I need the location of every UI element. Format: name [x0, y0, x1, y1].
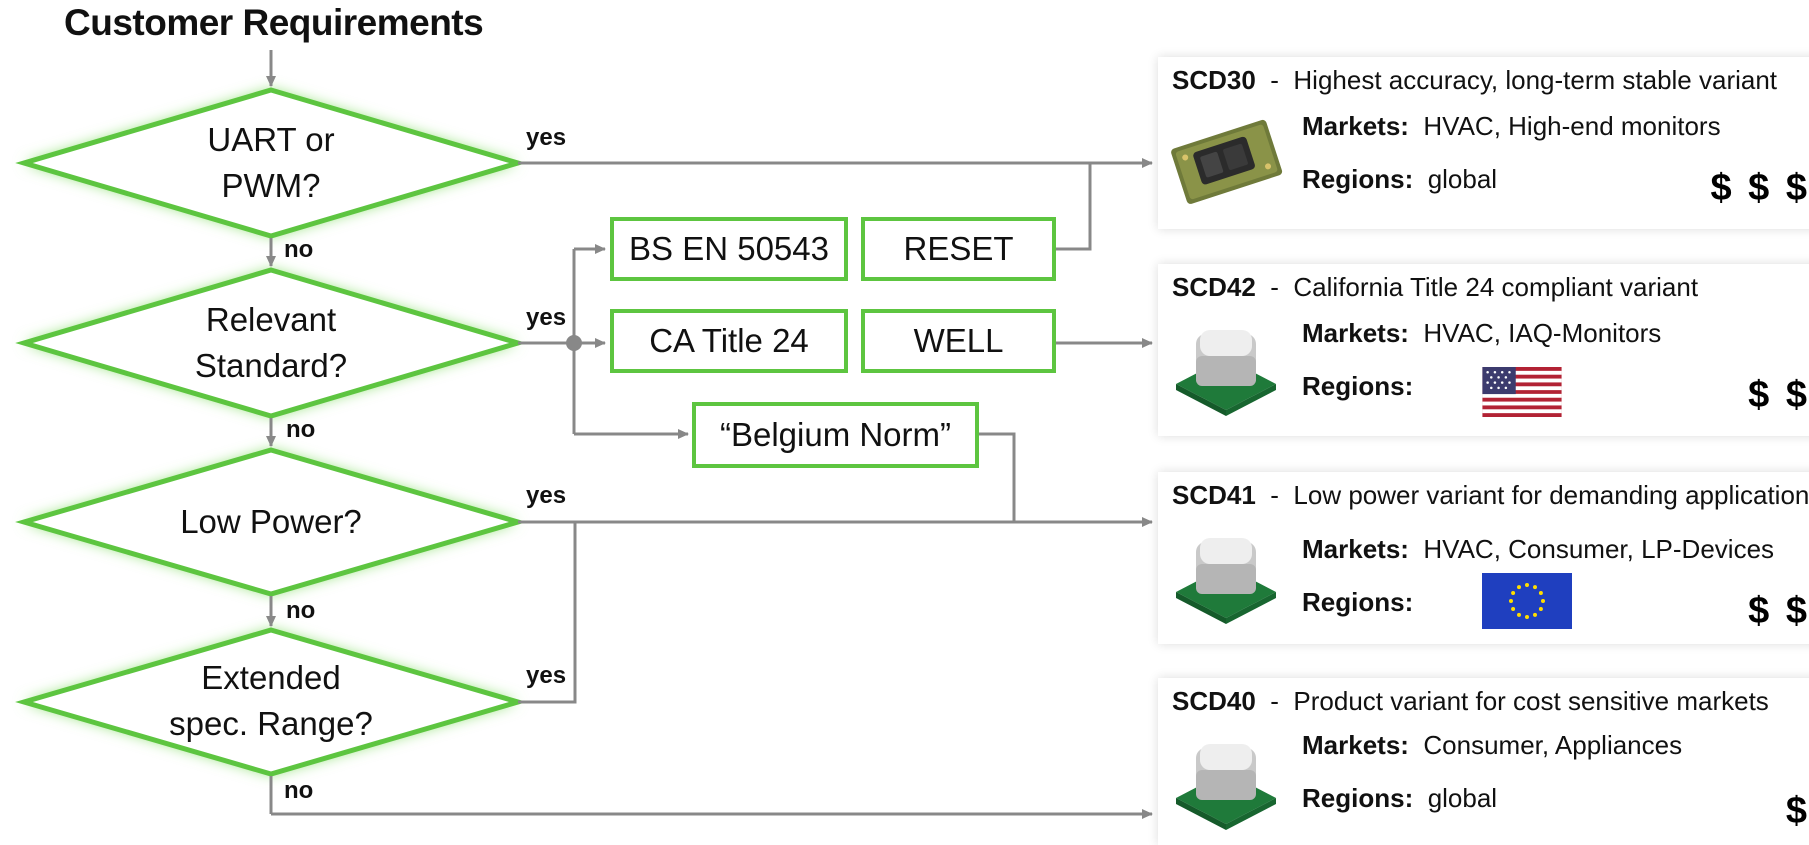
product-title: SCD42 - California Title 24 compliant va… [1172, 272, 1698, 303]
regions-label: Regions: [1302, 587, 1414, 617]
edge-label-yes: yes [526, 662, 567, 689]
regions-label: Regions: [1302, 371, 1414, 401]
product-description: Product variant for cost sensitive marke… [1293, 686, 1769, 716]
price-indicator: $ $ [1748, 374, 1809, 416]
sensor-module-icon [1176, 538, 1276, 624]
edge-label-yes: yes [526, 124, 567, 151]
decision-line: Low Power? [180, 503, 362, 540]
decision-text-uart: UART or PWM? [121, 117, 421, 209]
regions-label: Regions: [1302, 783, 1414, 813]
regions-row: Regions: [1302, 587, 1413, 618]
separator: - [1270, 272, 1279, 302]
decision-text-extended-range: Extended spec. Range? [121, 655, 421, 747]
decision-diamond-extended-range [15, 627, 527, 777]
product-card-scd40: SCD40 - Product variant for cost sensiti… [1158, 678, 1809, 845]
product-title: SCD41 - Low power variant for demanding … [1172, 480, 1809, 511]
edge-label-yes: yes [526, 482, 567, 509]
markets-value: HVAC, Consumer, LP-Devices [1423, 534, 1775, 564]
markets-label: Markets: [1302, 730, 1409, 760]
regions-label: Regions: [1302, 164, 1414, 194]
decision-line: PWM? [221, 167, 321, 204]
product-title: SCD40 - Product variant for cost sensiti… [1172, 686, 1769, 717]
product-description: California Title 24 compliant variant [1293, 272, 1699, 302]
edge-label-yes: yes [526, 304, 567, 331]
junction-dot [566, 335, 582, 351]
markets-value: HVAC, IAQ-Monitors [1423, 318, 1662, 348]
separator: - [1270, 65, 1279, 95]
markets-value: HVAC, High-end monitors [1423, 111, 1721, 141]
price-indicator: $ [1785, 790, 1809, 832]
product-name: SCD40 [1172, 686, 1256, 716]
standard-box-belgium-norm: “Belgium Norm” [692, 402, 979, 468]
separator: - [1270, 480, 1279, 510]
edge-label-no: no [286, 597, 316, 624]
separator: - [1270, 686, 1279, 716]
decision-diamond-standard [15, 267, 527, 419]
standard-box-reset: RESET [861, 217, 1056, 281]
product-title: SCD30 - Highest accuracy, long-term stab… [1172, 65, 1777, 96]
regions-row: Regions: [1302, 371, 1413, 402]
regions-value: global [1427, 783, 1498, 813]
decision-line: spec. Range? [169, 705, 373, 742]
edge-label-no: no [286, 416, 316, 443]
product-card-scd42: SCD42 - California Title 24 compliant va… [1158, 264, 1809, 436]
edge-label-no: no [284, 236, 314, 263]
decision-line: Relevant [205, 301, 337, 338]
product-description: Low power variant for demanding applicat… [1293, 480, 1809, 510]
sensor-module-icon [1176, 330, 1276, 416]
sensor-module-icon [1176, 744, 1276, 830]
product-name: SCD42 [1172, 272, 1256, 302]
product-description: Highest accuracy, long-term stable varia… [1293, 65, 1778, 95]
product-name: SCD41 [1172, 480, 1256, 510]
markets-row: Markets: HVAC, IAQ-Monitors [1302, 318, 1661, 349]
decision-line: UART or [207, 121, 335, 158]
decision-line: Standard? [194, 347, 348, 384]
decision-line: Extended [201, 659, 341, 696]
markets-row: Markets: HVAC, High-end monitors [1302, 111, 1721, 142]
standard-box-bs-en-50543: BS EN 50543 [610, 217, 848, 281]
regions-row: Regions: global [1302, 164, 1497, 195]
product-card-scd41: SCD41 - Low power variant for demanding … [1158, 472, 1809, 644]
us-flag-icon [1482, 367, 1562, 417]
markets-label: Markets: [1302, 318, 1409, 348]
regions-row: Regions: global [1302, 783, 1497, 814]
price-indicator: $ $ [1748, 590, 1809, 632]
decision-text-low-power: Low Power? [121, 499, 421, 545]
standard-box-well: WELL [861, 309, 1056, 373]
standard-box-ca-title-24: CA Title 24 [610, 309, 848, 373]
decision-diamond-low-power [15, 447, 527, 597]
eu-flag-icon [1482, 573, 1572, 629]
product-card-scd30: SCD30 - Highest accuracy, long-term stab… [1158, 57, 1809, 229]
regions-value: global [1427, 164, 1498, 194]
markets-value: Consumer, Appliances [1423, 730, 1683, 760]
sensor-board-icon [1171, 119, 1283, 204]
price-indicator: $ $ $ [1710, 167, 1809, 209]
connector-lines [266, 50, 1153, 819]
diagram-title: Customer Requirements [64, 2, 484, 43]
product-name: SCD30 [1172, 65, 1256, 95]
decision-diamond-uart [15, 87, 527, 239]
markets-row: Markets: Consumer, Appliances [1302, 730, 1682, 761]
decision-text-standard: Relevant Standard? [121, 297, 421, 389]
markets-label: Markets: [1302, 111, 1409, 141]
edge-label-no: no [284, 777, 314, 804]
markets-label: Markets: [1302, 534, 1409, 564]
markets-row: Markets: HVAC, Consumer, LP-Devices [1302, 534, 1774, 565]
